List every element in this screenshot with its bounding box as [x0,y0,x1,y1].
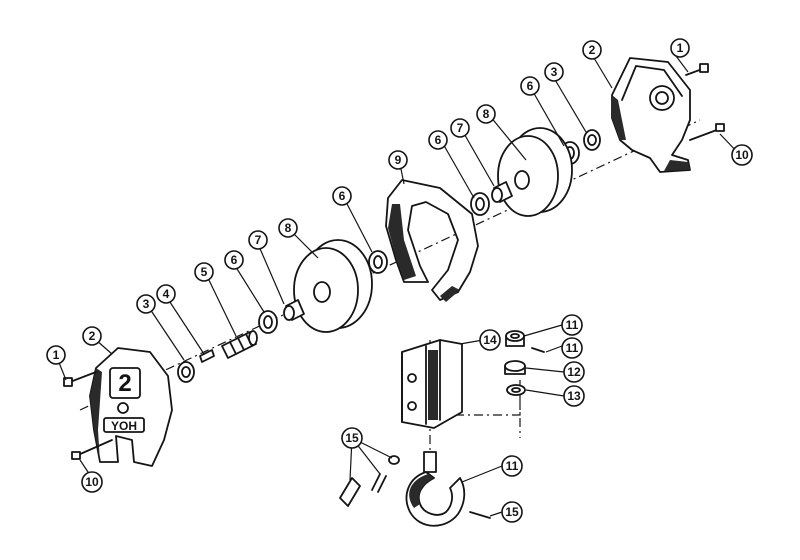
svg-text:13: 13 [567,389,581,403]
side-plate-right [611,57,691,173]
callout-2-right: 2 [582,40,602,60]
svg-text:14: 14 [483,333,497,347]
svg-text:6: 6 [339,189,346,203]
callout-6-left: 6 [224,250,244,270]
washer-6-center-left [368,250,388,274]
nut-11 [505,330,525,347]
callout-11-nut: 11 [561,314,583,336]
svg-text:1: 1 [53,348,60,362]
callout-6-center-right: 6 [428,130,448,150]
svg-text:4: 4 [163,287,170,301]
callout-1-left: 1 [46,345,66,365]
svg-text:11: 11 [506,459,519,473]
shaft-5 [221,330,258,359]
callout-10-right: 10 [731,144,753,166]
svg-text:8: 8 [285,221,292,235]
callout-9: 9 [388,150,408,170]
washer-6-center-right [470,192,490,216]
callout-14: 14 [479,329,501,351]
callout-15-latch: 15 [341,427,363,449]
bolt-1-left [63,371,97,387]
plate-emblem-digit: 2 [118,370,131,397]
callout-5: 5 [194,262,214,282]
svg-text:10: 10 [735,148,749,162]
callout-11-pin: 11 [561,337,583,359]
svg-text:6: 6 [435,133,442,147]
svg-text:5: 5 [201,265,208,279]
hook-11 [405,451,466,527]
svg-text:8: 8 [483,107,490,121]
callout-11-hook: 11 [501,455,523,477]
svg-text:2: 2 [589,43,596,57]
callout-4: 4 [156,284,176,304]
callout-8-left: 8 [278,218,298,238]
callout-10-left: 10 [81,471,103,493]
svg-text:15: 15 [505,505,519,519]
washer-3-right [583,129,601,151]
callout-1-right: 1 [670,38,690,58]
bearing-7-right [491,181,513,203]
svg-text:10: 10 [85,475,99,489]
svg-text:1: 1 [677,41,684,55]
callout-8-right: 8 [476,104,496,124]
center-plate-9 [385,179,479,302]
callout-2-left: 2 [82,326,102,346]
callout-15-pin: 15 [501,501,523,523]
svg-text:7: 7 [457,121,464,135]
side-plate-left: 2 YOH [89,347,173,467]
svg-text:11: 11 [566,341,579,355]
svg-text:7: 7 [255,233,262,247]
nut-12 [504,360,526,375]
callout-6-far-right: 6 [520,76,540,96]
svg-text:3: 3 [143,297,150,311]
bolt-1-right [685,63,709,76]
callout-7-left: 7 [248,230,268,250]
washer-6-left [258,310,278,334]
svg-text:15: 15 [345,431,359,445]
plate-emblem-brand: YOH [111,419,137,433]
pin-4 [199,349,215,363]
bearing-7-left [283,299,305,321]
svg-text:6: 6 [527,79,534,93]
callout-13: 13 [563,385,585,407]
safety-latch-15 [339,455,400,507]
washer-3-left [177,361,195,383]
callout-7-right: 7 [450,118,470,138]
callout-12: 12 [563,361,585,383]
svg-text:6: 6 [231,253,238,267]
washer-13 [506,384,526,396]
svg-text:9: 9 [395,153,402,167]
sheave-8-left [293,239,373,333]
svg-text:2: 2 [89,329,96,343]
svg-text:12: 12 [567,365,581,379]
callout-6-center-left: 6 [332,186,352,206]
svg-text:11: 11 [566,318,579,332]
bolt-10-left [71,439,113,460]
callout-3-right: 3 [544,62,564,82]
callout-3-left: 3 [136,294,156,314]
hook-block-14 [401,339,463,429]
latch-pin-15 [469,511,491,519]
sheave-8-right [497,127,573,217]
svg-text:3: 3 [551,65,558,79]
bolt-10-right [689,123,725,141]
cotter-pin-11 [531,347,545,353]
